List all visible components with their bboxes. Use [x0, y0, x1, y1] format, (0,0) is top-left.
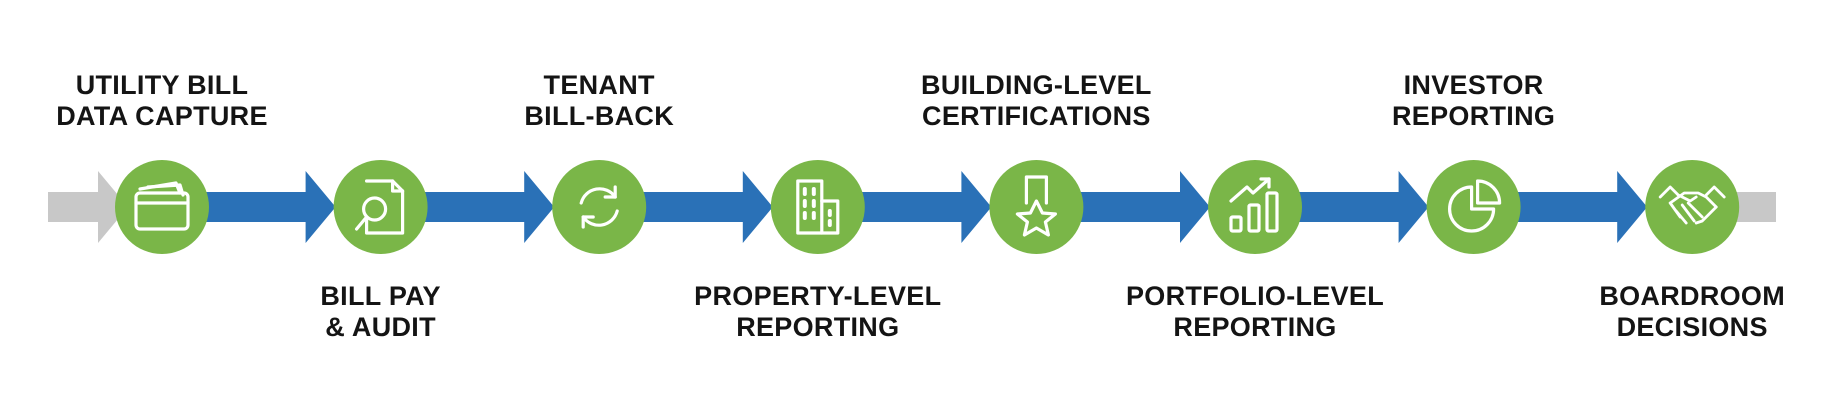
step-node — [1426, 160, 1521, 254]
step-label-line: REPORTING — [1173, 312, 1337, 342]
step-label-line: TENANT — [543, 70, 655, 100]
connector-arrow — [858, 171, 992, 243]
step-circle — [1426, 160, 1521, 254]
trailing-bar — [1733, 192, 1776, 222]
step-label-line: PROPERTY-LEVEL — [694, 281, 942, 311]
step-node — [1208, 160, 1302, 254]
step-label-line: DECISIONS — [1616, 312, 1768, 342]
step-node — [1645, 160, 1740, 254]
step-label-line: CERTIFICATIONS — [922, 101, 1151, 131]
step-node — [333, 160, 428, 254]
step-label-line: PORTFOLIO-LEVEL — [1126, 281, 1384, 311]
connector-arrow — [203, 171, 336, 243]
connector-arrow — [421, 171, 555, 243]
step-circle — [552, 160, 647, 254]
step-circle — [115, 160, 209, 254]
step-label-line: DATA CAPTURE — [56, 101, 268, 131]
step-label-line: BOARDROOM — [1599, 281, 1786, 311]
step-label-line: & AUDIT — [325, 312, 436, 342]
step-label-line: REPORTING — [1391, 101, 1556, 131]
step-label-line: BUILDING-LEVEL — [921, 70, 1152, 100]
connector-arrow — [1296, 171, 1429, 243]
step-label-line: INVESTOR — [1403, 70, 1544, 100]
step-label-line: REPORTING — [736, 312, 900, 342]
connector-arrow — [1514, 171, 1648, 243]
step-circle — [770, 160, 865, 254]
connector-arrow — [1077, 171, 1210, 243]
connector-arrow — [640, 171, 773, 243]
lead-in-arrow — [48, 171, 128, 243]
step-label: BILL PAY& AUDIT — [241, 281, 521, 343]
step-circle — [1208, 160, 1302, 254]
step-circle — [989, 160, 1084, 254]
step-node — [770, 160, 865, 254]
step-node — [115, 160, 209, 254]
step-label-line: BILL PAY — [320, 281, 441, 311]
step-node — [989, 160, 1084, 254]
step-label-line: UTILITY BILL — [75, 70, 249, 100]
step-circle — [333, 160, 428, 254]
step-node — [552, 160, 647, 254]
step-label-line: BILL-BACK — [524, 101, 675, 131]
